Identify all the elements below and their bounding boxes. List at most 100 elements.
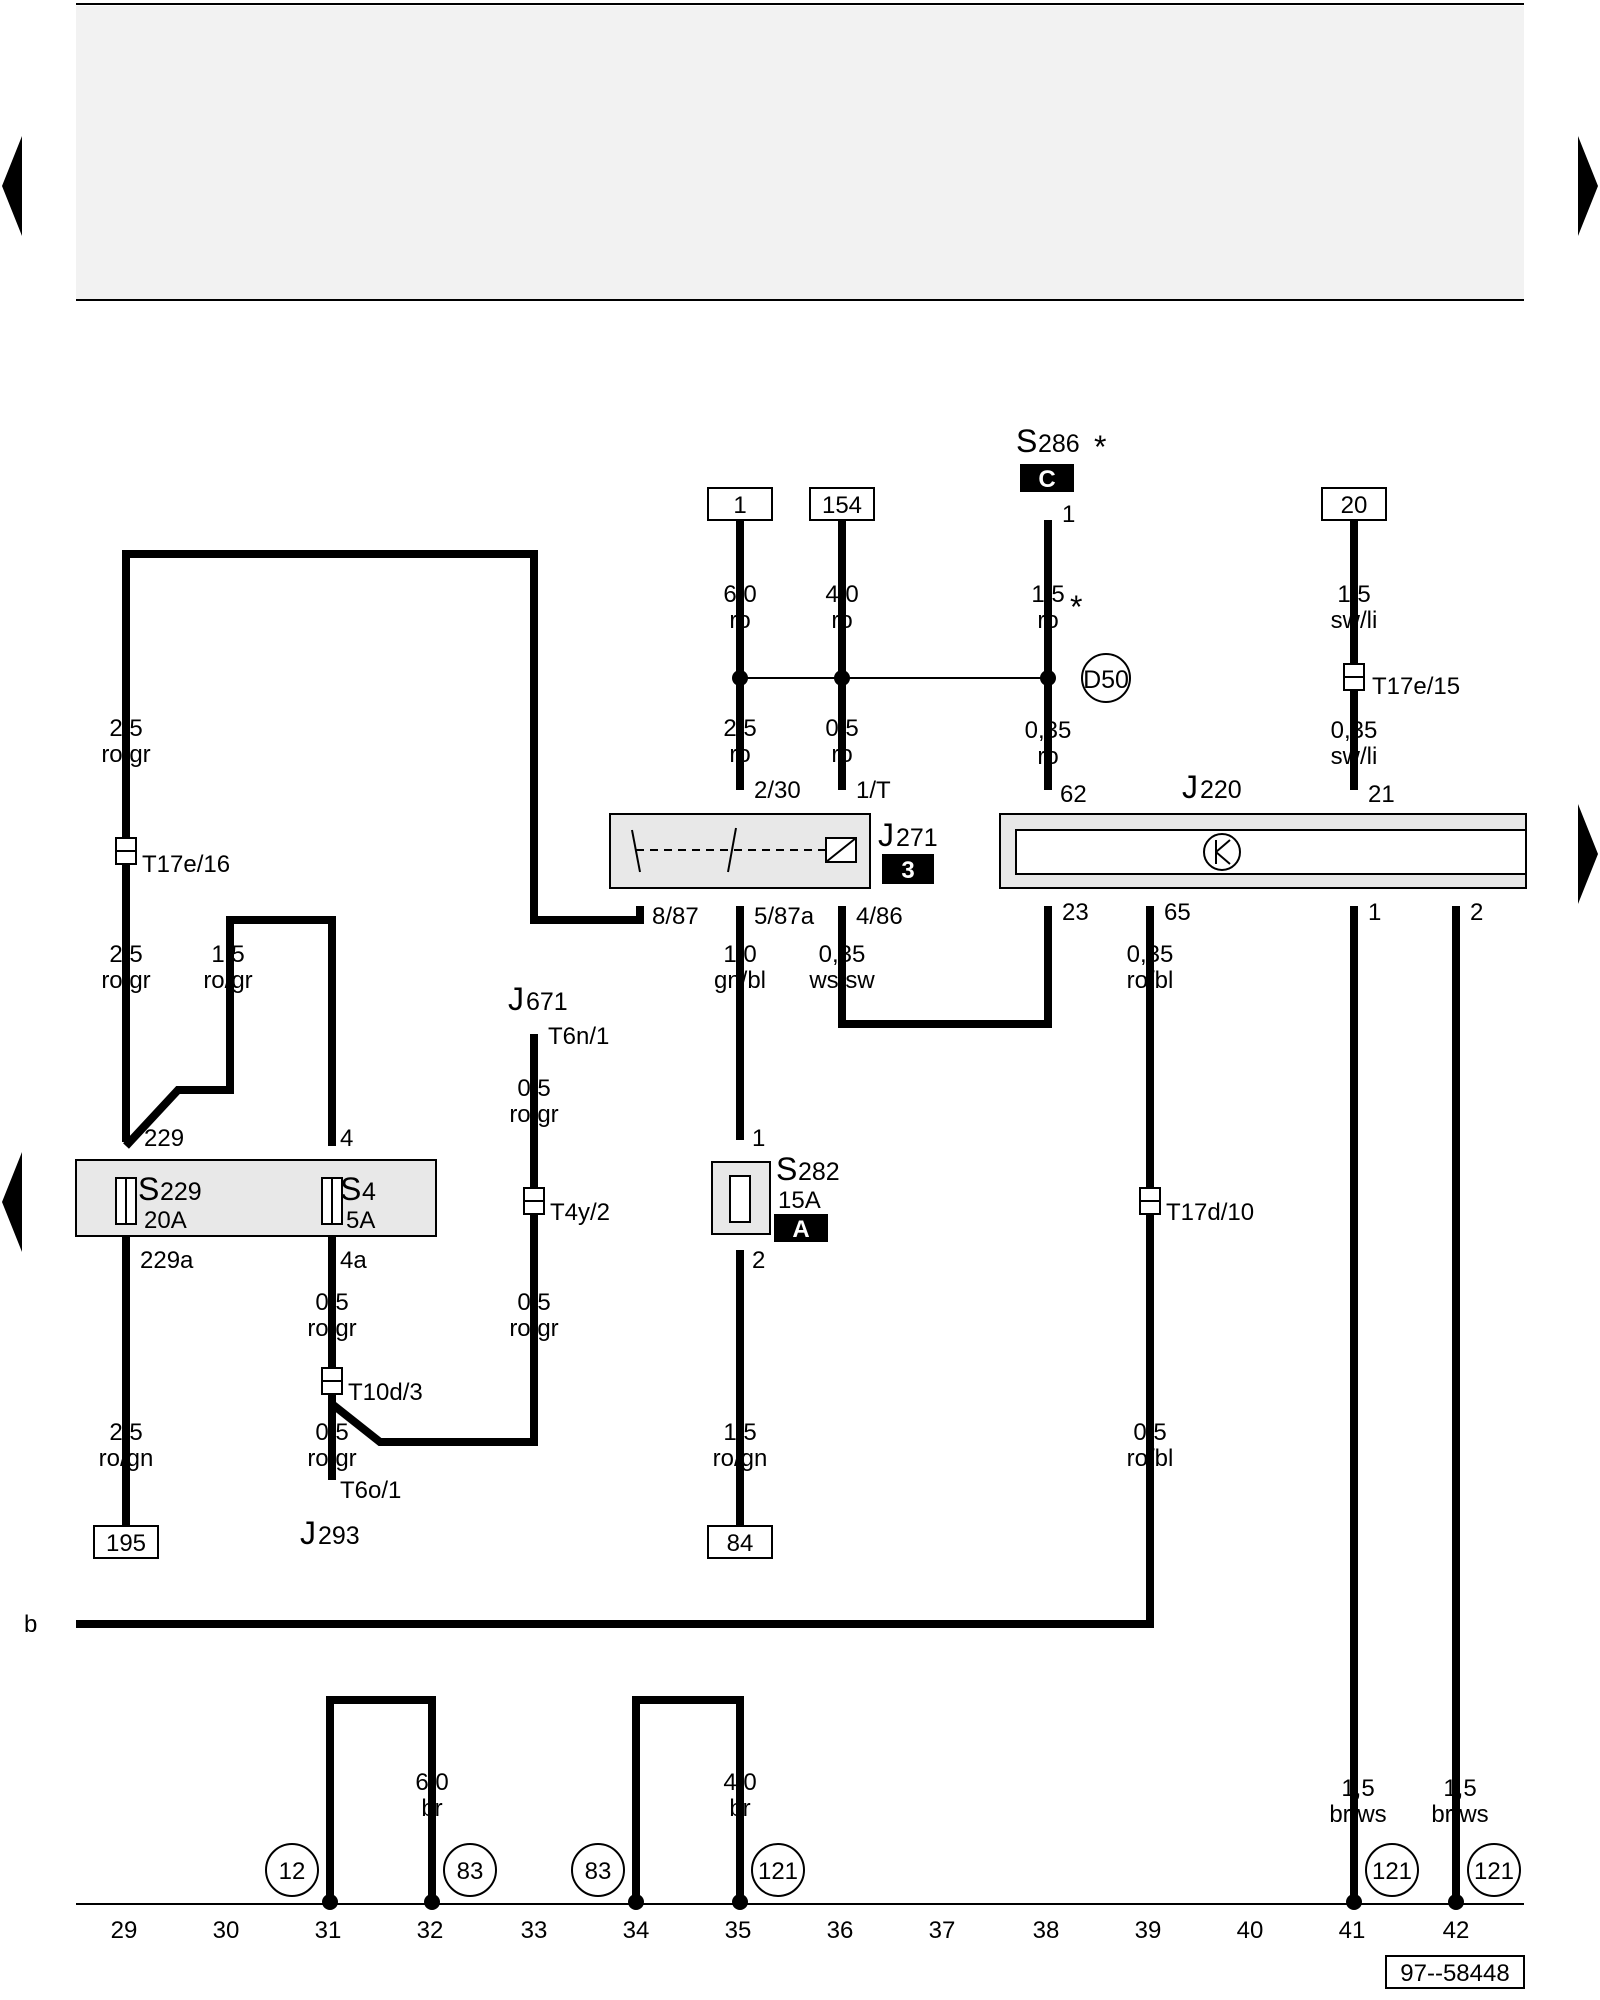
wire-color: ro/bl xyxy=(1127,1445,1174,1472)
fuse-s282-icon xyxy=(729,1175,751,1223)
j293-num: 293 xyxy=(318,1522,360,1550)
wire-color: ro/gr xyxy=(509,1315,558,1342)
wire-size: 1,0 xyxy=(723,941,756,968)
wire-color: sw/li xyxy=(1331,743,1378,770)
t10d3-label: T10d/3 xyxy=(348,1379,423,1406)
s4-amp: 5A xyxy=(346,1207,375,1234)
wire-branch-s4 xyxy=(226,916,336,1146)
splice-dot xyxy=(834,670,850,686)
t17d10-label: T17d/10 xyxy=(1166,1199,1254,1226)
wire-color: ro/gr xyxy=(101,741,150,768)
s4-pin-bot: 4a xyxy=(340,1247,367,1274)
wire-color: ro xyxy=(729,607,750,634)
j271-pin-230: 2/30 xyxy=(754,777,801,804)
bus-label: b xyxy=(24,1611,37,1638)
wire-left-loop xyxy=(122,550,644,1142)
s286-badge xyxy=(1020,464,1074,492)
wire-size: 0,5 xyxy=(825,715,858,742)
j293-connector: T6o/1 xyxy=(340,1477,401,1504)
j271-badge-text: 3 xyxy=(901,857,914,884)
ground-ref-circle xyxy=(751,1843,805,1897)
s282-pin-top: 1 xyxy=(752,1125,765,1152)
ground-ref: 121 xyxy=(1372,1858,1412,1885)
t17e15-label: T17e/15 xyxy=(1372,673,1460,700)
wire-color: ro/bl xyxy=(1127,967,1174,994)
ground-ref-circle xyxy=(1467,1843,1521,1897)
ref-box-154 xyxy=(809,487,875,521)
wire-size: 2,5 xyxy=(109,941,142,968)
prev-page-arrow-icon-2[interactable] xyxy=(2,1152,22,1252)
wire-color: ro xyxy=(831,607,852,634)
j220-pin-2: 2 xyxy=(1470,899,1483,926)
wire-ground-31-32 xyxy=(326,1696,436,1902)
ruler-number: 42 xyxy=(1443,1917,1470,1944)
j220-pin-1: 1 xyxy=(1368,899,1381,926)
ground-dot xyxy=(424,1894,440,1910)
s229-num: 229 xyxy=(160,1178,202,1206)
wire-ground-34-35 xyxy=(632,1696,744,1902)
ruler-number: 41 xyxy=(1339,1917,1366,1944)
next-page-arrow-icon-2[interactable] xyxy=(1578,804,1598,904)
j220-pin-23: 23 xyxy=(1062,899,1089,926)
j220-inner xyxy=(1015,829,1527,875)
wire-size: 0,5 xyxy=(517,1289,550,1316)
s229-letter: S xyxy=(138,1171,159,1207)
wire-color: gn/bl xyxy=(714,967,766,994)
wire-color: ro/gn xyxy=(99,1445,154,1472)
d50-circle xyxy=(1081,653,1131,703)
splice-dot xyxy=(732,670,748,686)
ground-dot xyxy=(322,1894,338,1910)
j671-connector: T6n/1 xyxy=(548,1023,609,1050)
j271-num: 271 xyxy=(896,824,938,852)
ground-ref-circle xyxy=(265,1843,319,1897)
wire-color: br/ws xyxy=(1431,1801,1488,1828)
wire-size: 0,35 xyxy=(1331,717,1378,744)
wire-color: br/ws xyxy=(1329,1801,1386,1828)
connector-t4y2 xyxy=(523,1187,545,1215)
wire-size: 4,0 xyxy=(723,1769,756,1796)
ruler-number: 32 xyxy=(417,1917,444,1944)
ruler-number: 36 xyxy=(827,1917,854,1944)
switch-contact-icon xyxy=(631,829,641,873)
ruler-number: 34 xyxy=(623,1917,650,1944)
ref-box-20 xyxy=(1321,487,1387,521)
prev-page-arrow-icon[interactable] xyxy=(2,136,22,236)
wire-size: 0,5 xyxy=(1133,1419,1166,1446)
wire-486 xyxy=(838,906,1052,1028)
j271-pin-1t: 1/T xyxy=(856,777,891,804)
wire-size: 4,0 xyxy=(825,581,858,608)
ground-ref-circle xyxy=(571,1843,625,1897)
wire-size: 1,5 xyxy=(211,941,244,968)
wire-star: * xyxy=(1070,589,1082,625)
s286-badge-text: C xyxy=(1038,466,1055,493)
s4-pin-top: 4 xyxy=(340,1125,353,1152)
wire-size: 0,35 xyxy=(1025,717,1072,744)
wire-size: 2,5 xyxy=(723,715,756,742)
t17e16-label: T17e/16 xyxy=(142,851,230,878)
s286-num: 286 xyxy=(1038,430,1080,458)
wire-color: ro xyxy=(831,741,852,768)
wire-size: 2,5 xyxy=(109,1419,142,1446)
d50-label: D50 xyxy=(1083,666,1129,694)
ground-dot xyxy=(1346,1894,1362,1910)
ruler-number: 39 xyxy=(1135,1917,1162,1944)
ground-ref: 83 xyxy=(585,1858,612,1885)
ref-195: 195 xyxy=(106,1530,146,1557)
wire-size: 1,5 xyxy=(723,1419,756,1446)
s282-badge-text: A xyxy=(792,1216,809,1243)
ground-ref-circle xyxy=(1365,1843,1419,1897)
coil-diagonal xyxy=(825,837,857,863)
ground-ref: 12 xyxy=(279,1858,306,1885)
ref-box-84 xyxy=(707,1525,773,1559)
next-page-arrow-icon[interactable] xyxy=(1578,136,1598,236)
wire-size: 1,5 xyxy=(1031,581,1064,608)
ruler-number: 30 xyxy=(213,1917,240,1944)
wire-size: 1,5 xyxy=(1341,1775,1374,1802)
wire-size: 1,5 xyxy=(1443,1775,1476,1802)
wire-65-bus xyxy=(76,906,1154,1628)
j271-pin-887: 8/87 xyxy=(652,903,699,930)
j671-letter: J xyxy=(508,981,524,1017)
ruler-number: 33 xyxy=(521,1917,548,1944)
ground-dot xyxy=(732,1894,748,1910)
s229-amp: 20A xyxy=(144,1207,187,1234)
